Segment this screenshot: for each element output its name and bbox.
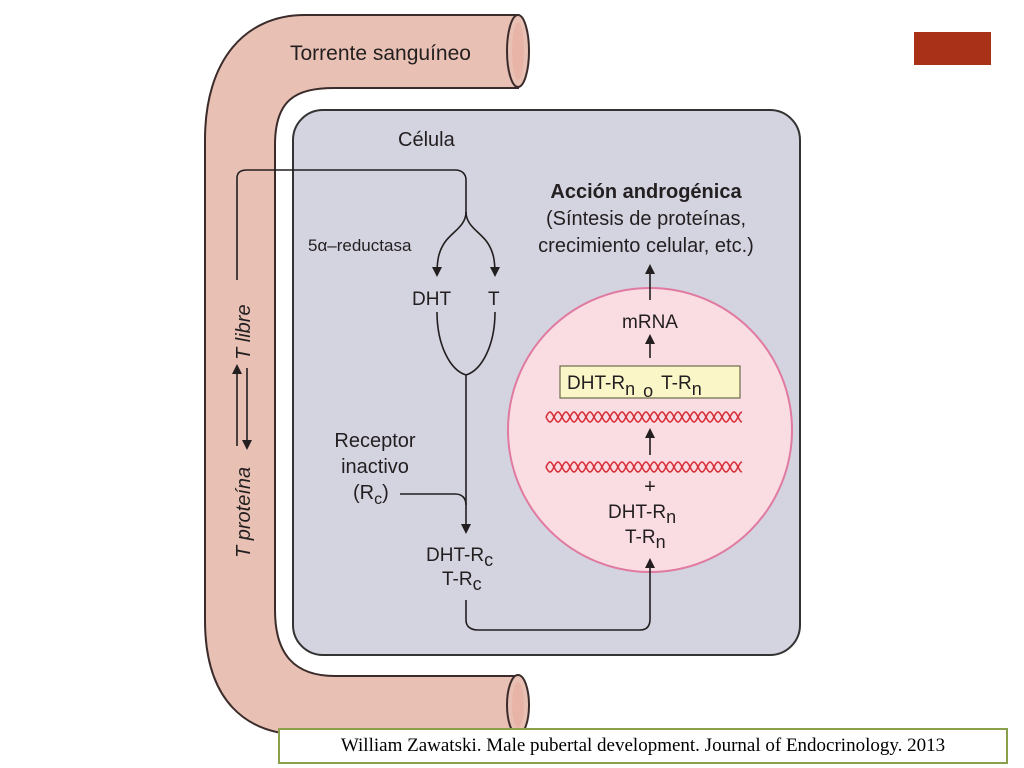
t-label: T — [488, 289, 500, 310]
dna-strand — [545, 461, 743, 473]
receptor-label-line2: inactivo — [341, 456, 409, 478]
plus-sign: + — [644, 476, 656, 498]
nucleus-dht-receptor: DHT-Rn — [608, 502, 676, 527]
blood-vessel — [204, 14, 530, 736]
receptor-label-line1: Receptor — [334, 430, 415, 452]
protein-t-label: T proteína — [233, 467, 255, 558]
pathway-lines — [236, 169, 655, 631]
action-line2: crecimiento celular, etc.) — [538, 235, 754, 257]
action-title: Acción androgénica — [550, 181, 742, 203]
accent-square — [914, 32, 991, 65]
dht-label: DHT — [412, 289, 451, 310]
citation-box: William Zawatski. Male pubertal developm… — [278, 728, 1008, 764]
complex-box — [559, 365, 741, 399]
cytoplasm-dht-receptor: DHT-Rc — [426, 545, 493, 570]
citation-text: William Zawatski. Male pubertal developm… — [340, 735, 946, 756]
dna-strand — [545, 461, 743, 473]
dna-strand — [545, 411, 743, 423]
cell-label: Célula — [398, 129, 456, 151]
receptor-label-line3: (Rc) — [353, 482, 389, 508]
equilibrium-arrows — [232, 364, 252, 450]
enzyme-label: 5α–reductasa — [308, 236, 412, 255]
action-line1: (Síntesis de proteínas, — [546, 208, 746, 230]
dna-helix-top — [545, 411, 743, 423]
mrna-label: mRNA — [622, 312, 678, 333]
free-t-label: T libre — [233, 304, 255, 360]
cytoplasm-t-receptor: T-Rc — [442, 569, 482, 594]
dna-strand — [545, 411, 743, 423]
dna-helix-bottom — [545, 461, 743, 473]
nucleus-t-receptor: T-Rn — [625, 527, 666, 552]
bloodstream-label: Torrente sanguíneo — [290, 42, 471, 65]
